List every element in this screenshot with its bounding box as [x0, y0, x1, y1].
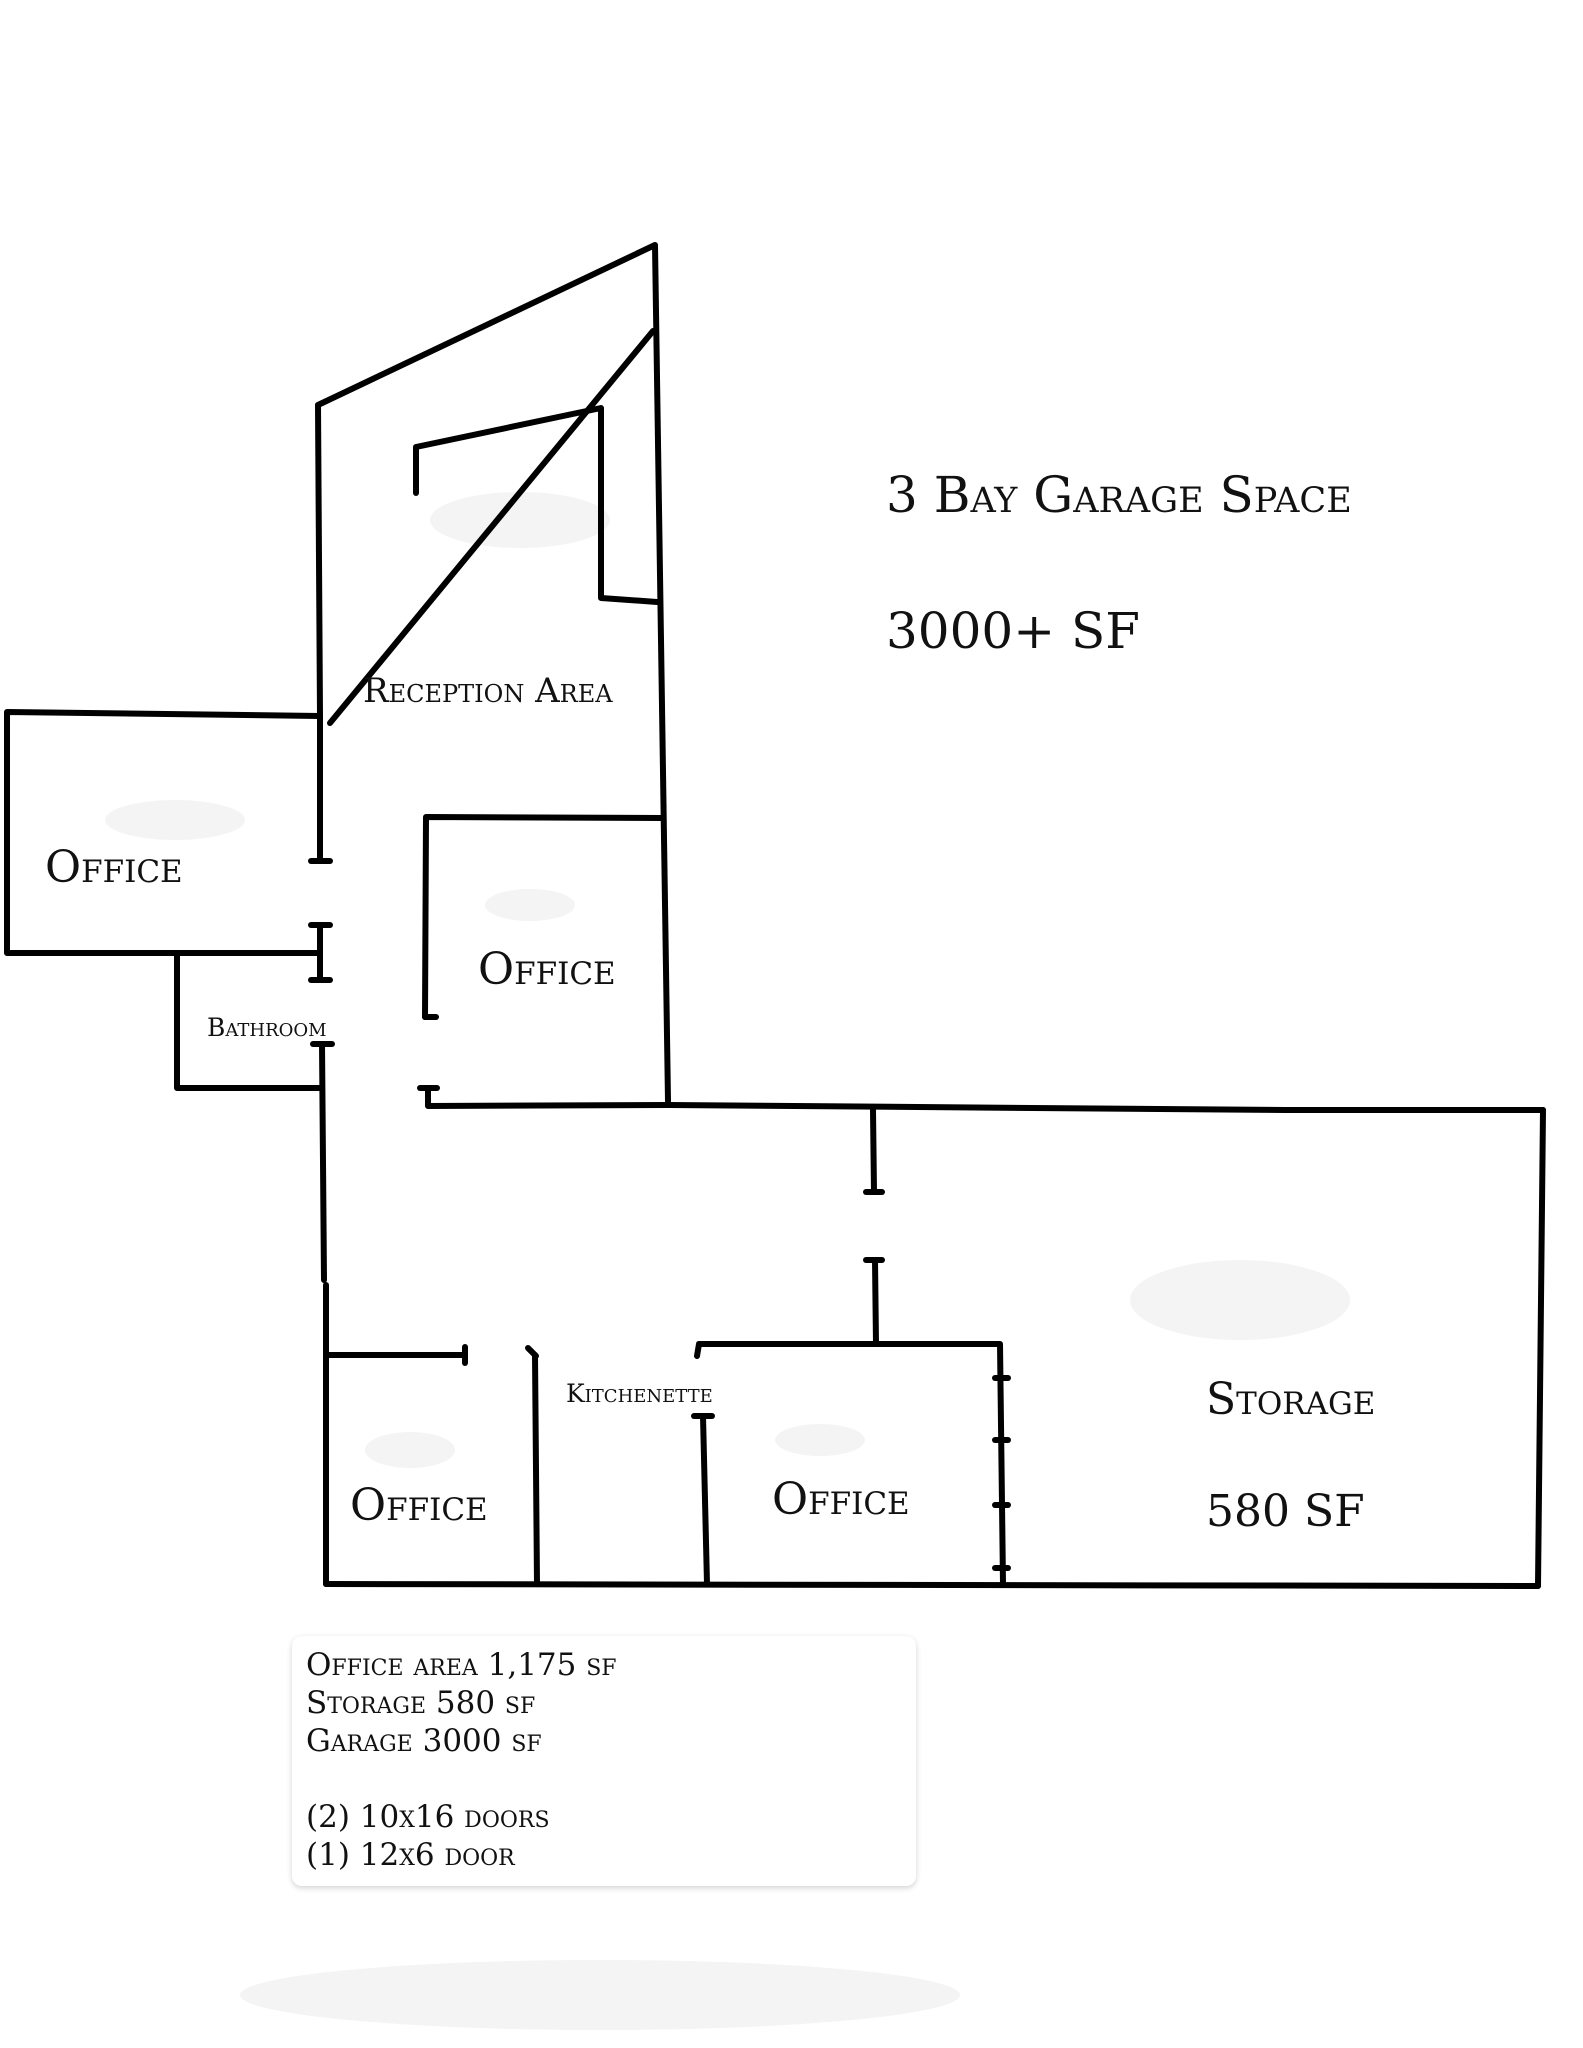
- wall-storage-right: [1535, 1107, 1546, 1589]
- wall-office-bottom-center: [694, 1341, 1006, 1587]
- wall-divider-top: [870, 1107, 877, 1195]
- label-kitchenette: Kitchenette: [566, 1379, 713, 1408]
- wall-bathroom: [174, 952, 325, 1091]
- area-legend: Office area 1,175 sf Storage 580 sf Gara…: [292, 1636, 916, 1886]
- label-office-center: Office: [478, 944, 616, 995]
- label-office-left: Office: [45, 842, 183, 893]
- label-office-bottom-center: Office: [772, 1474, 910, 1525]
- legend-office-area: Office area 1,175 sf: [306, 1647, 617, 1683]
- label-storage: Storage: [1206, 1374, 1375, 1425]
- wall-office-center-bottom: [425, 1085, 1546, 1113]
- garage-area: 3000+ SF: [886, 602, 1140, 660]
- wall-kitchen-left: [532, 1352, 540, 1587]
- label-office-bottom-left: Office: [350, 1480, 488, 1531]
- smudge-office-center: [485, 889, 575, 921]
- wall-kitchen-right: [700, 1413, 710, 1587]
- label-bathroom: Bathroom: [207, 1013, 327, 1042]
- label-reception: Reception Area: [363, 671, 613, 711]
- legend-garage-area: Garage 3000 sf: [306, 1723, 542, 1759]
- smudge-office-bottom-center: [775, 1424, 865, 1456]
- wall-bottom: [323, 1581, 1541, 1589]
- smudge-office-left: [105, 800, 245, 840]
- garage-title: 3 Bay Garage Space: [886, 466, 1352, 524]
- wall-inner-diagonal: [327, 328, 656, 726]
- wall-office-center: [422, 814, 665, 1020]
- legend-storage-area: Storage 580 sf: [306, 1685, 536, 1721]
- legend-doors-large: (2) 10x16 doors: [306, 1799, 550, 1835]
- wall-inner-l: [413, 405, 660, 605]
- wall-corridor-left: [319, 1041, 327, 1283]
- smudge-reception: [430, 492, 610, 548]
- smudge-bottom: [240, 1960, 960, 2030]
- legend-doors-small: (1) 12x6 door: [306, 1837, 515, 1873]
- smudge-storage: [1130, 1260, 1350, 1340]
- wall-divider-bottom: [872, 1257, 879, 1347]
- door-jamb-11: [525, 1345, 539, 1359]
- wall-reception-left: [315, 402, 323, 719]
- legend-spacer: [306, 1760, 916, 1798]
- label-storage-area: 580 SF: [1206, 1486, 1365, 1537]
- smudge-office-bottom-left: [365, 1432, 455, 1468]
- wall-office-left: [4, 709, 323, 956]
